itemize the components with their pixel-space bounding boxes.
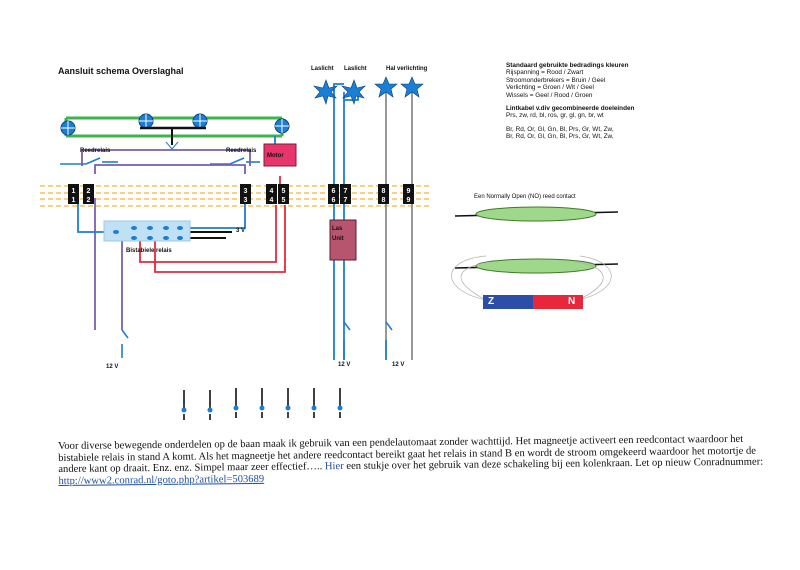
terminal-4-bottom: 4 <box>270 197 274 204</box>
reed-contact-no <box>454 206 619 222</box>
terminal-blocks <box>68 184 414 204</box>
terminal-3-top: 3 <box>244 188 248 195</box>
bottom-switch-dots <box>181 405 343 413</box>
pendulum-carriage <box>140 126 206 150</box>
label-bistabiel-relais: Bistabiele relais <box>126 248 172 254</box>
terminal-5-bottom: 5 <box>282 197 286 204</box>
bottom-switch-row <box>183 388 341 420</box>
terminal-9-bottom: 9 <box>407 197 411 204</box>
label-laslicht-2: Laslicht <box>344 66 367 72</box>
legend-line: Wissels = Geel / Rood / Groen <box>506 91 593 99</box>
magnet-north <box>533 295 583 309</box>
bistabiel-relais-box <box>103 220 191 242</box>
terminal-4-top: 4 <box>270 188 274 195</box>
las-unit-box <box>329 219 357 261</box>
relais-contacts <box>113 226 183 240</box>
hal-light-icons <box>374 76 424 98</box>
reed-switch-right <box>210 157 260 165</box>
legend-line: Stroomonderbrekers = Bruin / Geel <box>506 76 606 84</box>
reed-switch-left <box>60 157 118 165</box>
terminal-3-bottom: 3 <box>244 197 248 204</box>
label-reedrelais-left: Reedrelais <box>80 148 111 154</box>
legend-line-2: Prs, zw, rd, bl, ros, gr, gl, gn, br, wt <box>506 112 604 120</box>
terminal-2-top: 2 <box>87 188 91 195</box>
terminal-2-bottom: 2 <box>87 197 91 204</box>
legend-heading: Standaard gebruikte bedradings kleuren <box>506 62 629 69</box>
legend-line-2: Br, Rd, Or, Gl, Gn, Bl, Prs, Gr, Wt, Zw, <box>506 133 614 141</box>
label-12v-2: 12 V <box>338 362 351 368</box>
terminal-6-bottom: 6 <box>332 197 336 204</box>
conrad-link[interactable]: http://www2.conrad.nl/goto.php?artikel=5… <box>58 473 265 487</box>
label-no-reed-contact: Een Normally Open (NO) reed contact <box>474 194 576 200</box>
terminal-numbers: 1 1 2 2 3 3 4 4 5 5 6 6 7 7 8 8 9 9 <box>72 188 411 204</box>
label-laslicht-1: Laslicht <box>311 66 334 72</box>
label-3v: 3 V <box>236 228 246 234</box>
ribbon-cable <box>40 185 432 207</box>
terminal-1-bottom: 1 <box>72 197 76 204</box>
legend-heading-2: Lintkabel v.div gecombineerde doeleinden <box>506 105 635 113</box>
las-light-icons <box>313 79 366 106</box>
magnet-south <box>483 295 533 309</box>
track-wheels <box>60 113 290 136</box>
magnet-n-label: N <box>568 296 576 307</box>
reed-contact-magnet <box>451 255 619 309</box>
page-title: Aansluit schema Overslaghal <box>58 66 184 76</box>
terminal-7-top: 7 <box>344 188 348 195</box>
terminal-5-top: 5 <box>282 188 286 195</box>
label-las-unit-2: Unit <box>332 236 344 242</box>
wires <box>77 136 286 330</box>
terminal-1-top: 1 <box>72 188 76 195</box>
legend-line: Rijspanning = Rood / Zwart <box>506 69 584 77</box>
terminal-8-bottom: 8 <box>382 197 386 204</box>
terminal-6-top: 6 <box>332 188 336 195</box>
label-12v-1: 12 V <box>106 364 119 370</box>
motor-box <box>263 143 297 167</box>
label-12v-3: 12 V <box>392 362 405 368</box>
label-las-unit-1: Las <box>332 226 343 232</box>
description-paragraph: Voor diverse bewegende onderdelen op de … <box>58 433 778 487</box>
magnet-z-label: Z <box>488 296 495 307</box>
label-reedrelais-right: Reedrelais <box>226 148 257 154</box>
label-hal-verlichting: Hal verlichting <box>386 66 428 72</box>
wire-color-legend: Standaard gebruikte bedradings kleuren R… <box>506 62 634 141</box>
supply-switches <box>121 321 393 360</box>
terminal-9-top: 9 <box>407 188 411 195</box>
terminal-8-top: 8 <box>382 188 386 195</box>
hier-link[interactable]: Hier <box>324 461 344 473</box>
terminal-7-bottom: 7 <box>344 197 348 204</box>
legend-line-2: Br, Rd, Or, Gl, Gn, Bl, Prs, Gr, Wt, Zw, <box>506 125 614 133</box>
legend-line: Verlichting = Groen / Wit / Geel <box>506 84 594 92</box>
label-motor: Motor <box>267 153 284 159</box>
